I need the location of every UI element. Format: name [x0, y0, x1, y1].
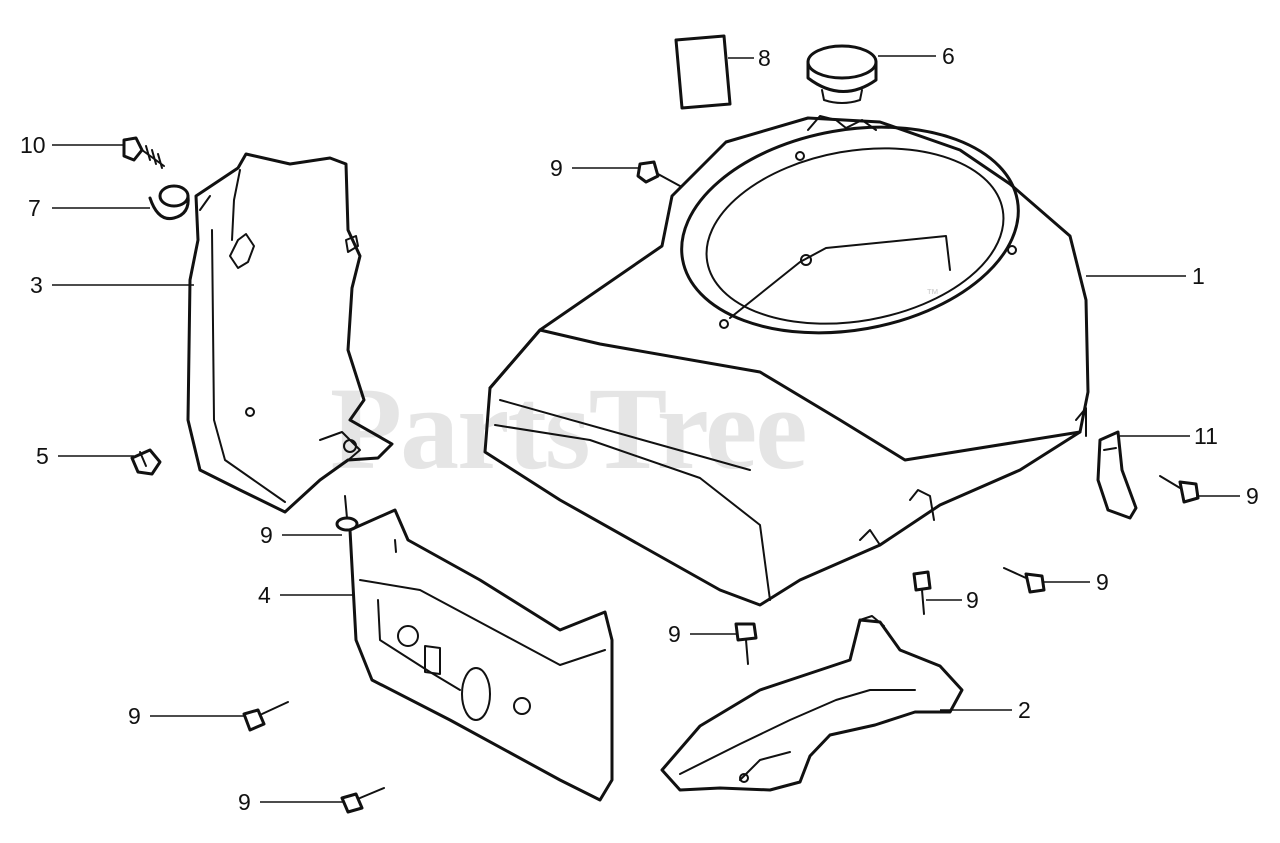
callout-9-center: 9 — [668, 621, 681, 647]
bolt-10-part[interactable] — [122, 136, 165, 169]
blower-housing-part[interactable] — [483, 102, 1090, 607]
bolt-9-top-part[interactable] — [636, 160, 681, 187]
callout-7: 7 — [28, 195, 41, 221]
bolt-9-lower-left-part[interactable] — [242, 701, 289, 732]
callout-9-shroud: 9 — [260, 522, 273, 548]
callout-9-mid: 9 — [966, 587, 979, 613]
watermark: PartsTree — [330, 363, 806, 494]
callout-9-mid-right: 9 — [1096, 569, 1109, 595]
bolt-9-center-part[interactable] — [734, 622, 758, 665]
front-cover-part[interactable] — [348, 508, 614, 802]
callout-1: 1 — [1192, 263, 1205, 289]
bolt-9-mid-right-part[interactable] — [1003, 567, 1046, 594]
watermark-trademark: ™ — [926, 286, 939, 301]
leader-lines — [52, 55, 1240, 803]
callout-9-bottom: 9 — [238, 789, 251, 815]
callout-10: 10 — [20, 132, 46, 158]
callout-8: 8 — [758, 45, 771, 71]
callout-9-top: 9 — [550, 155, 563, 181]
cap-part[interactable] — [806, 44, 878, 104]
lower-bracket-part[interactable] — [660, 615, 964, 792]
bolt-9-mid-part[interactable] — [912, 570, 932, 615]
bolt-9-shroud-part[interactable] — [335, 495, 359, 532]
bolt-9-bottom-part[interactable] — [340, 787, 385, 814]
grommet-part[interactable] — [148, 184, 190, 221]
callout-9-lower-left: 9 — [128, 703, 141, 729]
callout-3: 3 — [30, 272, 43, 298]
callout-6: 6 — [942, 43, 955, 69]
callout-4: 4 — [258, 582, 271, 608]
callout-5: 5 — [36, 443, 49, 469]
side-shroud-part[interactable] — [186, 152, 394, 514]
clip-part[interactable] — [130, 448, 162, 476]
label-plate-part[interactable] — [674, 34, 732, 110]
clamp-part[interactable] — [1096, 430, 1138, 520]
callout-11: 11 — [1194, 423, 1218, 449]
callout-9-right: 9 — [1246, 483, 1259, 509]
callout-2: 2 — [1018, 697, 1031, 723]
bolt-9-right-part[interactable] — [1159, 475, 1200, 504]
